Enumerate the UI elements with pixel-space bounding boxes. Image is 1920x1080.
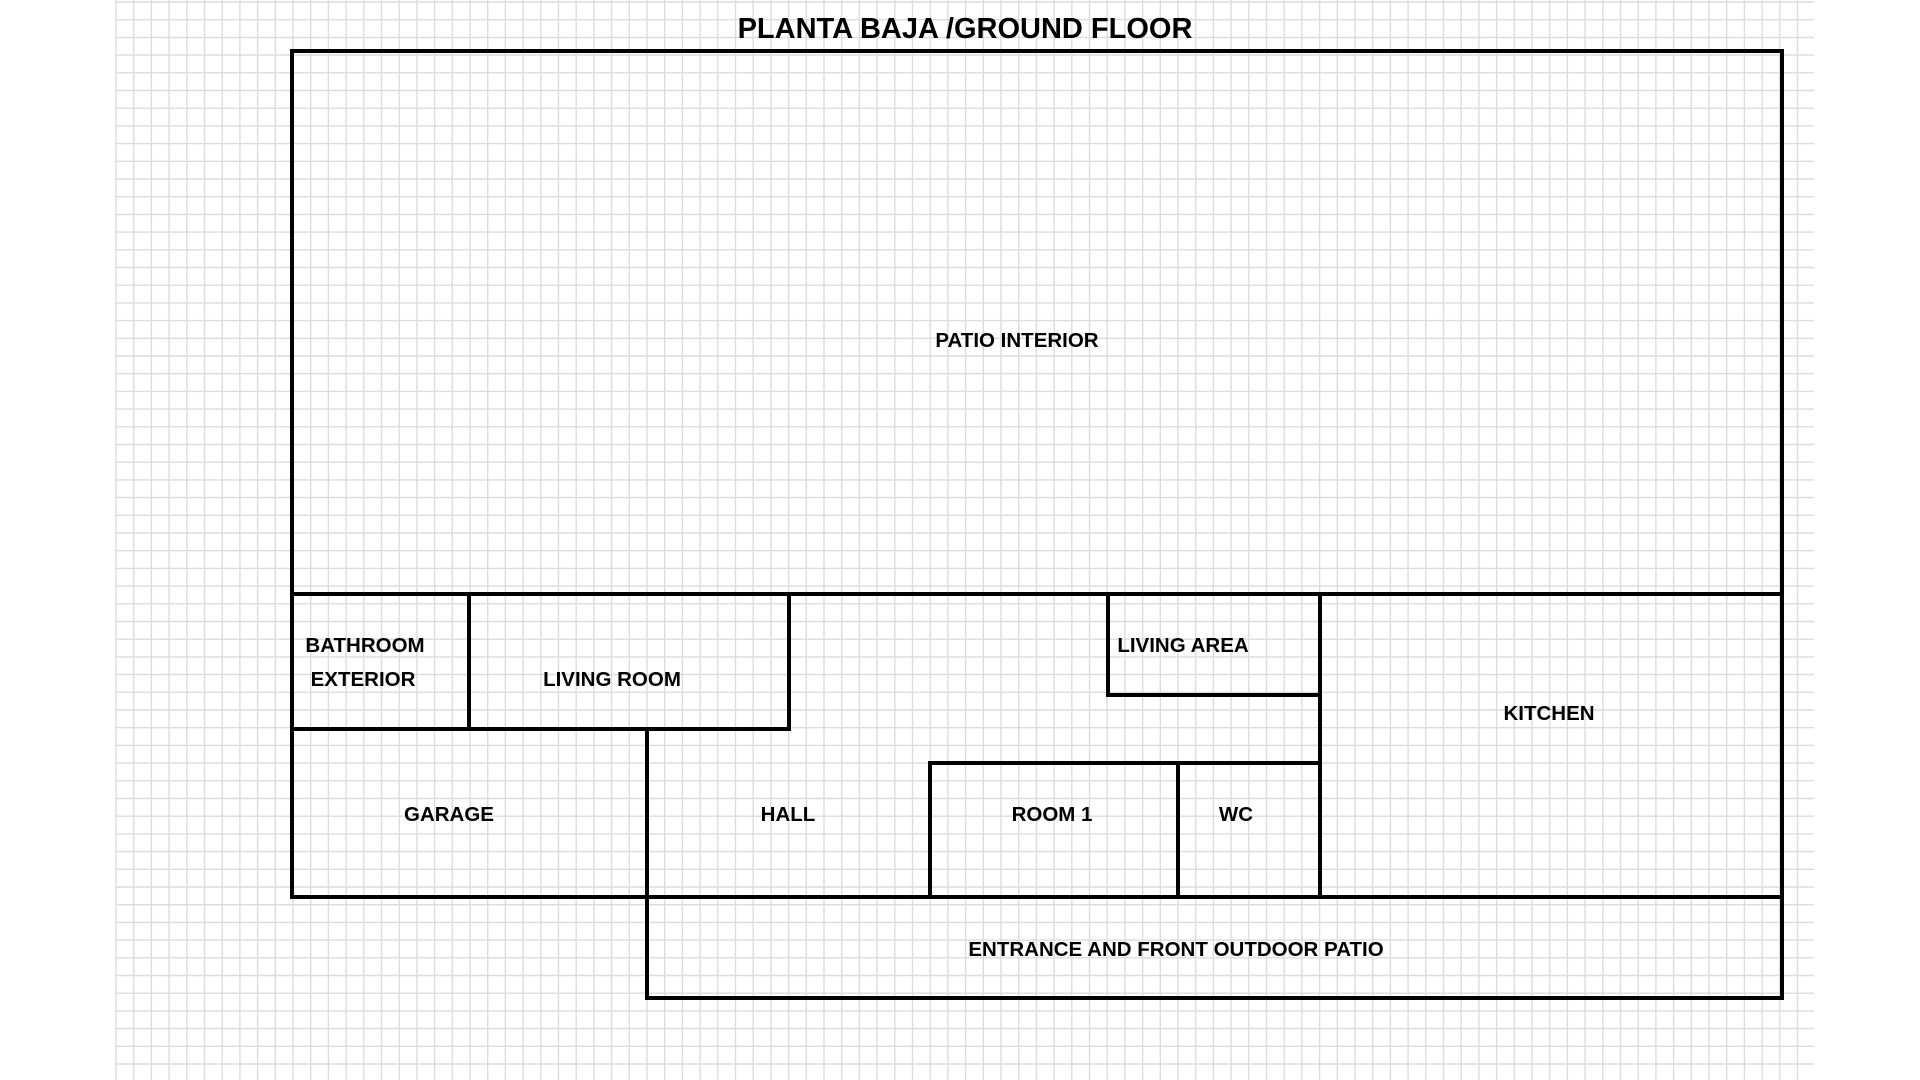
label-garage: GARAGE xyxy=(404,803,494,826)
label-hall: HALL xyxy=(761,803,816,826)
label-living-area: LIVING AREA xyxy=(1117,634,1249,657)
entrance-patio-wall xyxy=(645,895,1784,1000)
label-entrance-patio: ENTRANCE AND FRONT OUTDOOR PATIO xyxy=(968,938,1383,961)
floor-plan-walls xyxy=(290,49,1784,1000)
label-wc: WC xyxy=(1219,803,1253,826)
label-kitchen: KITCHEN xyxy=(1503,702,1594,725)
room-labels: PATIO INTERIOR BATHROOM EXTERIOR LIVING … xyxy=(305,329,1594,961)
graph-paper-grid xyxy=(115,0,1814,1080)
label-room-1: ROOM 1 xyxy=(1012,803,1093,826)
label-patio-interior: PATIO INTERIOR xyxy=(935,329,1098,352)
label-living-room: LIVING ROOM xyxy=(543,668,681,691)
label-bathroom-line1: BATHROOM xyxy=(305,634,424,657)
plan-title: PLANTA BAJA /GROUND FLOOR xyxy=(738,13,1193,45)
label-bathroom-line2: EXTERIOR xyxy=(311,668,416,691)
